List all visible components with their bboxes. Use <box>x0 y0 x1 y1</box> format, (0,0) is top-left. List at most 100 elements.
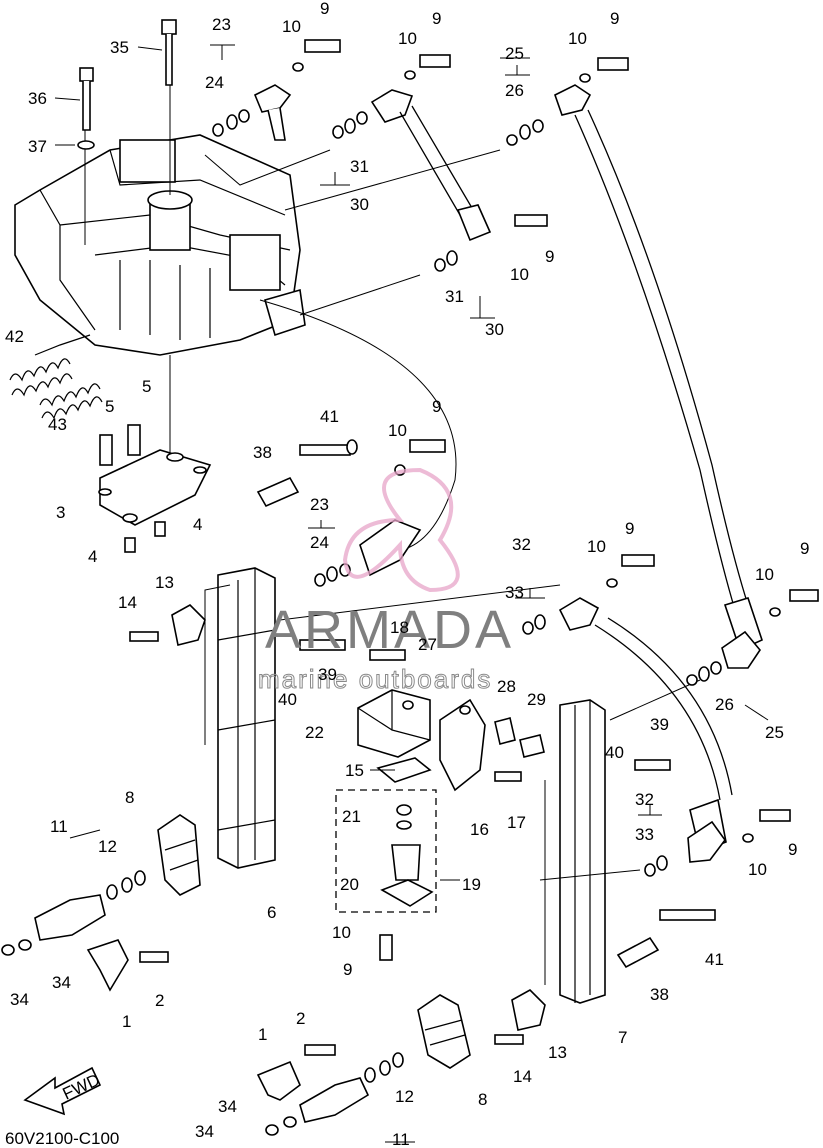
callout: 24 <box>310 533 329 552</box>
callout: 41 <box>705 950 724 969</box>
callout: 26 <box>715 695 734 714</box>
callout: 36 <box>28 89 47 108</box>
watermark-tagline: marine outboards <box>258 664 492 694</box>
callout: 11 <box>392 1130 410 1148</box>
kit-box-19 <box>335 789 437 961</box>
spring-42 <box>9 358 73 397</box>
callout: 38 <box>650 985 669 1004</box>
callout: 6 <box>267 903 276 922</box>
callout: 14 <box>118 593 137 612</box>
washers-31a <box>332 111 368 139</box>
callout: 8 <box>125 788 134 807</box>
elbow-fitting-left <box>253 39 341 141</box>
callout: 8 <box>478 1090 487 1109</box>
callout: 39 <box>650 715 669 734</box>
callout: 12 <box>98 837 117 856</box>
callout-labels: 35 36 37 23 24 10 9 10 9 25 26 10 9 31 3… <box>5 0 809 1148</box>
fitting-lower <box>644 820 754 877</box>
callout: 39 <box>318 665 337 684</box>
nut-28 <box>494 717 516 745</box>
callout: 24 <box>205 73 224 92</box>
callout: 1 <box>122 1012 131 1031</box>
callout: 33 <box>505 583 524 602</box>
bolt-39a <box>299 639 346 651</box>
washers-26a <box>506 119 544 146</box>
bracket-16 <box>439 698 486 792</box>
callout: 26 <box>505 81 524 100</box>
screw-18 <box>369 649 406 661</box>
washers-24a <box>212 109 250 137</box>
clip-13b <box>511 989 546 1031</box>
callout: 9 <box>545 247 554 266</box>
callout: 10 <box>510 265 529 284</box>
fitting-32 <box>522 578 618 635</box>
callout: 7 <box>618 1028 627 1047</box>
elbow-fitting-right <box>554 57 629 116</box>
callout: 17 <box>507 813 526 832</box>
callout: 13 <box>548 1043 567 1062</box>
callout: 28 <box>497 677 516 696</box>
callout: 41 <box>320 407 339 426</box>
screw-2b <box>304 1044 336 1056</box>
armada-logo-mark <box>342 467 460 593</box>
gasket-15 <box>376 757 432 783</box>
clip-13a <box>171 604 206 646</box>
callout: 4 <box>88 547 97 566</box>
callout: 10 <box>748 860 767 879</box>
fitting-25 <box>686 607 781 686</box>
callout: 9 <box>800 539 809 558</box>
connector-11a <box>1 870 146 956</box>
callout: 9 <box>610 9 619 28</box>
callout: 34 <box>52 973 71 992</box>
right-bolts <box>514 214 819 822</box>
diagram-code: 60V2100-C100 <box>5 1129 119 1148</box>
callout: 9 <box>432 397 441 416</box>
callout: 13 <box>155 573 174 592</box>
clip-1b <box>256 1060 301 1101</box>
callout: 18 <box>390 618 409 637</box>
bracket-3 <box>98 424 212 553</box>
callout: 10 <box>568 29 587 48</box>
callout: 25 <box>765 723 784 742</box>
callout: 34 <box>10 990 29 1009</box>
screw-2a <box>139 951 169 963</box>
callout: 2 <box>296 1009 305 1028</box>
screw-14a <box>129 631 159 642</box>
callout: 32 <box>512 535 531 554</box>
callout: 40 <box>605 743 624 762</box>
callout: 12 <box>395 1087 414 1106</box>
callout: 9 <box>343 960 352 979</box>
hose-right-long <box>574 109 763 652</box>
callout: 43 <box>48 415 67 434</box>
washer-37 <box>77 140 95 150</box>
callout: 5 <box>142 377 151 396</box>
callout: 38 <box>253 443 272 462</box>
callout: 9 <box>788 840 797 859</box>
callout: 29 <box>527 690 546 709</box>
callout: 21 <box>342 807 361 826</box>
bolt-41b <box>659 909 716 921</box>
callout: 30 <box>485 320 504 339</box>
callout: 10 <box>388 421 407 440</box>
bolt-41a <box>299 439 358 456</box>
callout: 11 <box>50 817 68 836</box>
callout: 2 <box>155 991 164 1010</box>
spring-43 <box>39 383 103 420</box>
rail-6 <box>217 567 276 869</box>
callout: 32 <box>635 790 654 809</box>
callout: 1 <box>258 1025 267 1044</box>
bracket-8b <box>417 994 471 1069</box>
callout: 27 <box>418 635 437 654</box>
callout: 22 <box>305 723 324 742</box>
engine-block <box>14 134 306 356</box>
callout: 30 <box>350 195 369 214</box>
callout: 34 <box>218 1097 237 1116</box>
callout: 42 <box>5 327 24 346</box>
callout: 10 <box>587 537 606 556</box>
callout: 10 <box>332 923 351 942</box>
rod-38a <box>256 476 300 508</box>
fwd-arrow-icon: FWD <box>23 1066 103 1116</box>
callout: 4 <box>193 515 202 534</box>
screw-17 <box>494 771 522 782</box>
callout: 10 <box>755 565 774 584</box>
